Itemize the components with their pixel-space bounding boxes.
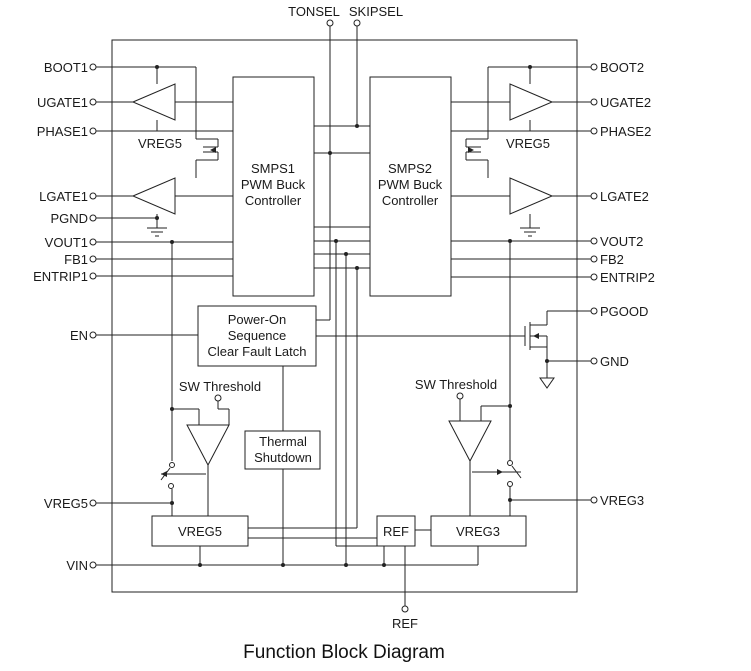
skipsel-pin: SKIPSEL <box>349 4 403 126</box>
thermal-shutdown-block: Thermal Shutdown <box>244 430 321 470</box>
svg-text:LGATE1: LGATE1 <box>39 189 88 204</box>
vreg5-pin: VREG5 <box>44 496 174 511</box>
smps1-block: SMPS1 PWM Buck Controller <box>232 76 315 297</box>
gnd-ground-symbol <box>539 377 555 389</box>
phase2-pin: PHASE2 <box>451 124 651 139</box>
smps2-line3: Controller <box>382 193 439 208</box>
svg-text:PHASE1: PHASE1 <box>37 124 88 139</box>
svg-text:ENTRIP2: ENTRIP2 <box>600 270 655 285</box>
diagram-caption: Function Block Diagram <box>243 642 445 663</box>
smps2-block: SMPS2 PWM Buck Controller <box>369 76 452 297</box>
poweron-line3: Clear Fault Latch <box>208 344 307 359</box>
vreg3-pin: VREG3 <box>508 493 644 508</box>
pgnd-pin: PGND <box>50 211 159 226</box>
svg-text:BOOT2: BOOT2 <box>600 60 644 75</box>
vin-pin: VIN <box>66 558 478 573</box>
thermal-line2: Shutdown <box>254 450 312 465</box>
vreg5-block: VREG5 <box>151 515 249 547</box>
lgate2-pin: LGATE2 <box>552 189 649 204</box>
smps2-line1: SMPS2 <box>388 161 432 176</box>
fb1-pin: FB1 <box>64 252 233 267</box>
ugate1-pin: UGATE1 <box>37 95 133 110</box>
vreg5-switch-left <box>195 138 219 178</box>
pgnd-ground-symbol-left <box>147 227 167 237</box>
svg-text:TONSEL: TONSEL <box>288 4 340 19</box>
tonsel-pin: TONSEL <box>288 4 340 320</box>
poweron-line1: Power-On <box>228 312 287 327</box>
ugate2-pin: UGATE2 <box>552 95 651 110</box>
svg-text:PGOOD: PGOOD <box>600 304 648 319</box>
gnd-pin: GND <box>545 354 629 369</box>
ref-block: REF <box>376 515 416 547</box>
svg-text:EN: EN <box>70 328 88 343</box>
svg-text:UGATE2: UGATE2 <box>600 95 651 110</box>
phase1-pin: PHASE1 <box>37 124 233 139</box>
svg-text:VREG3: VREG3 <box>456 524 500 539</box>
thermal-line1: Thermal <box>259 434 307 449</box>
vreg3-selector-switch <box>472 460 522 487</box>
vreg5-selector-switch <box>160 462 206 489</box>
vreg3-block: VREG3 <box>430 515 527 547</box>
svg-text:PHASE2: PHASE2 <box>600 124 651 139</box>
boot2-pin: BOOT2 <box>488 60 644 75</box>
vreg5-switch-right <box>465 138 489 178</box>
svg-text:VIN: VIN <box>66 558 88 573</box>
smps1-line1: SMPS1 <box>251 161 295 176</box>
smps1-line2: PWM Buck <box>241 177 306 192</box>
svg-text:VOUT2: VOUT2 <box>600 234 643 249</box>
vout1-pin: VOUT1 <box>45 235 233 250</box>
sw-threshold-comparator-right <box>448 420 492 463</box>
entrip1-pin: ENTRIP1 <box>33 269 233 284</box>
power-on-sequence-block: Power-On Sequence Clear Fault Latch <box>197 305 317 367</box>
ref-pin: REF <box>392 546 418 631</box>
smps2-line2: PWM Buck <box>378 177 443 192</box>
svg-text:FB2: FB2 <box>600 252 624 267</box>
svg-text:FB1: FB1 <box>64 252 88 267</box>
svg-text:SKIPSEL: SKIPSEL <box>349 4 403 19</box>
vreg5-supply-label-left: VREG5 <box>138 136 182 151</box>
svg-text:VREG5: VREG5 <box>178 524 222 539</box>
svg-text:VREG5: VREG5 <box>44 496 88 511</box>
sw-threshold-label-left: SW Threshold <box>179 379 261 394</box>
entrip2-pin: ENTRIP2 <box>451 270 655 285</box>
svg-text:VOUT1: VOUT1 <box>45 235 88 250</box>
svg-text:GND: GND <box>600 354 629 369</box>
svg-text:REF: REF <box>383 524 409 539</box>
svg-text:VREG3: VREG3 <box>600 493 644 508</box>
svg-text:REF: REF <box>392 616 418 631</box>
svg-text:BOOT1: BOOT1 <box>44 60 88 75</box>
svg-text:PGND: PGND <box>50 211 88 226</box>
sw-threshold-comparator-left <box>186 424 230 467</box>
svg-text:ENTRIP1: ENTRIP1 <box>33 269 88 284</box>
sw-threshold-label-right: SW Threshold <box>415 377 497 392</box>
poweron-line2: Sequence <box>228 328 287 343</box>
ic-outline <box>111 39 578 593</box>
fb2-pin: FB2 <box>451 252 624 267</box>
vreg5-supply-label-right: VREG5 <box>506 136 550 151</box>
pgood-pin: PGOOD <box>547 304 648 319</box>
pgnd-ground-symbol-right <box>520 227 540 237</box>
svg-text:LGATE2: LGATE2 <box>600 189 649 204</box>
smps1-line3: Controller <box>245 193 302 208</box>
pgood-open-drain-transistor <box>524 311 548 378</box>
svg-text:UGATE1: UGATE1 <box>37 95 88 110</box>
en-pin: EN <box>70 328 198 343</box>
lgate1-pin: LGATE1 <box>39 189 133 204</box>
